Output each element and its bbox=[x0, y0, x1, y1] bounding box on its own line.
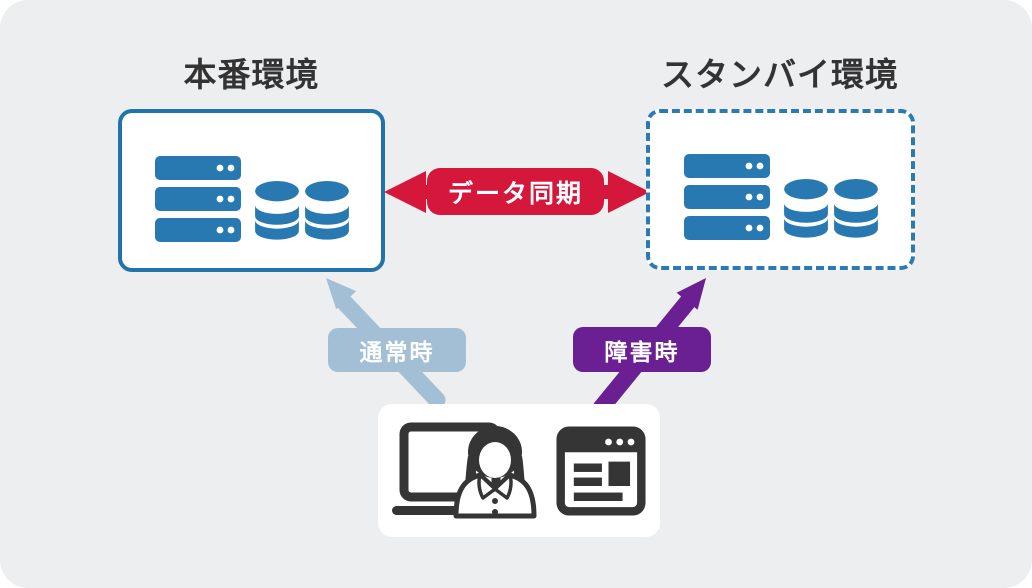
server-icon bbox=[683, 154, 770, 240]
standby-title: スタンバイ環境 bbox=[661, 55, 899, 94]
database-icon bbox=[833, 179, 878, 238]
failure-time-label: 障害時 bbox=[573, 327, 711, 372]
database-icon bbox=[254, 181, 299, 240]
server-icon bbox=[154, 156, 241, 242]
production-box bbox=[118, 109, 385, 272]
normal-time-label: 通常時 bbox=[328, 328, 466, 372]
database-icon bbox=[304, 181, 349, 240]
standby-box bbox=[646, 109, 915, 270]
laptop-user-icon bbox=[392, 422, 537, 519]
database-pair bbox=[783, 179, 878, 240]
database-pair bbox=[254, 181, 349, 242]
browser-window-icon bbox=[556, 425, 646, 516]
database-icon bbox=[783, 179, 828, 238]
data-sync-label: データ同期 bbox=[427, 168, 604, 215]
production-title: 本番環境 bbox=[183, 55, 320, 94]
client-box bbox=[378, 404, 660, 537]
